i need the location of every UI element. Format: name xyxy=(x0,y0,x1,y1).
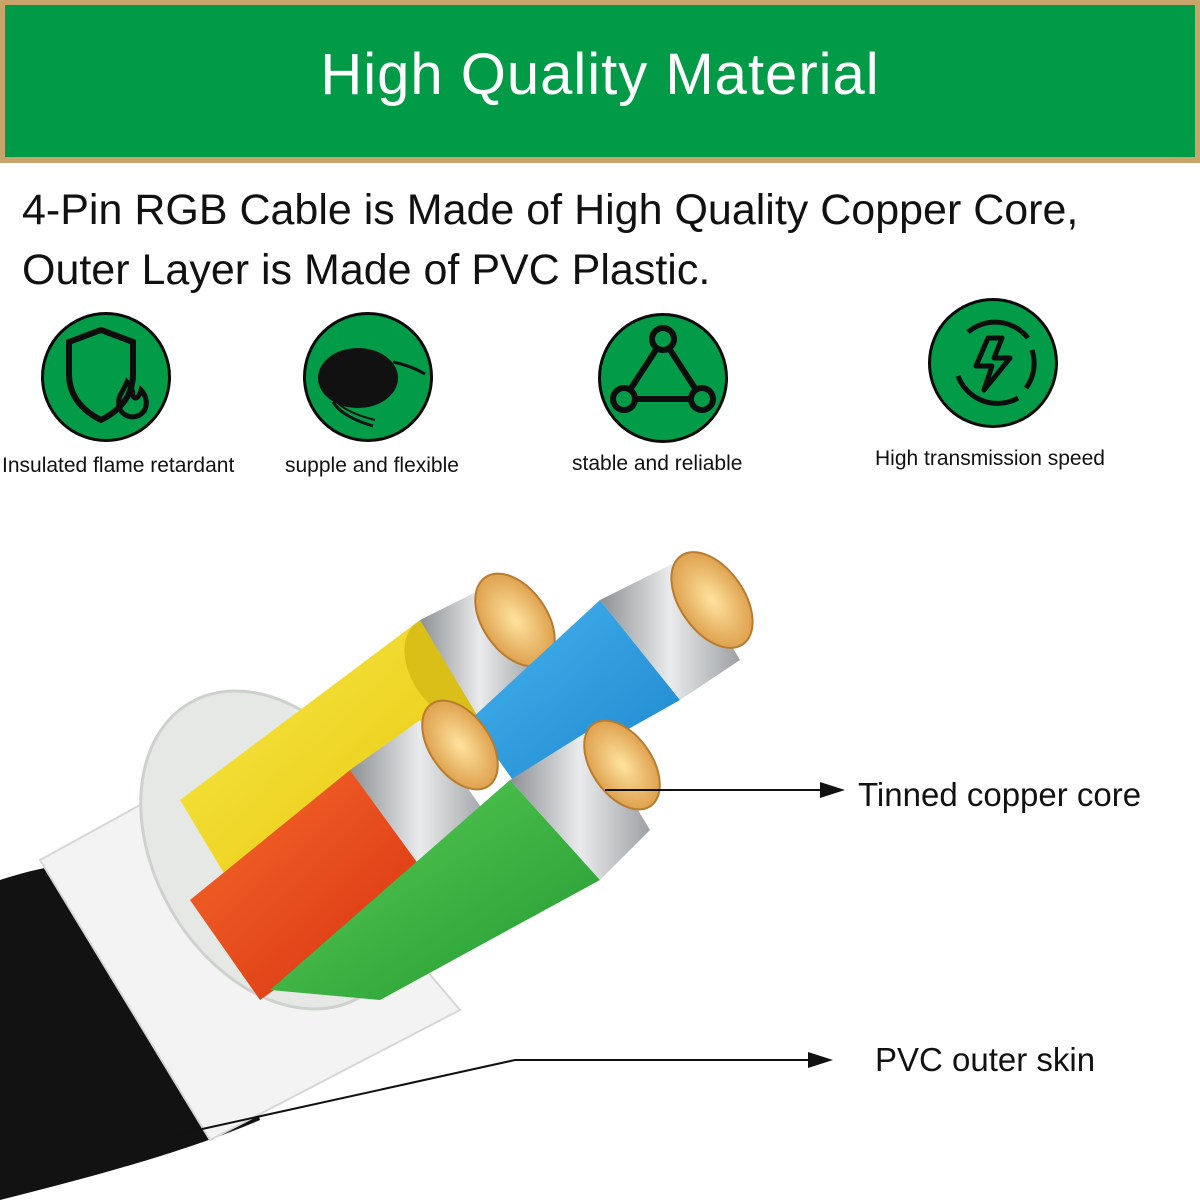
shield-flame-icon xyxy=(66,326,149,424)
description-line-1: 4-Pin RGB Cable is Made of High Quality … xyxy=(22,186,1079,234)
skin-arrow-line xyxy=(174,1059,808,1136)
lightning-icon xyxy=(955,319,1037,406)
skin-arrow-head xyxy=(808,1052,833,1068)
cable-coil-icon xyxy=(318,348,426,428)
feature-label: Insulated flame retardant xyxy=(2,454,235,477)
callout-pvc-outer-skin: PVC outer skin xyxy=(875,1041,1096,1078)
triangle-nodes-icon xyxy=(610,325,716,413)
feature-label: supple and flexible xyxy=(285,454,459,477)
banner-title: High Quality Material xyxy=(320,41,880,107)
header-banner-fill: High Quality Material xyxy=(5,5,1195,157)
feature-label: stable and reliable xyxy=(572,452,743,475)
product-description: 4-Pin RGB Cable is Made of High Quality … xyxy=(22,180,1200,300)
feature-label: High transmission speed xyxy=(875,447,1105,470)
core-arrow-head xyxy=(820,782,845,798)
description-line-2: Outer Layer is Made of PVC Plastic. xyxy=(22,246,711,294)
callout-tinned-copper-core: Tinned copper core xyxy=(858,776,1142,813)
header-banner: High Quality Material xyxy=(0,0,1200,163)
